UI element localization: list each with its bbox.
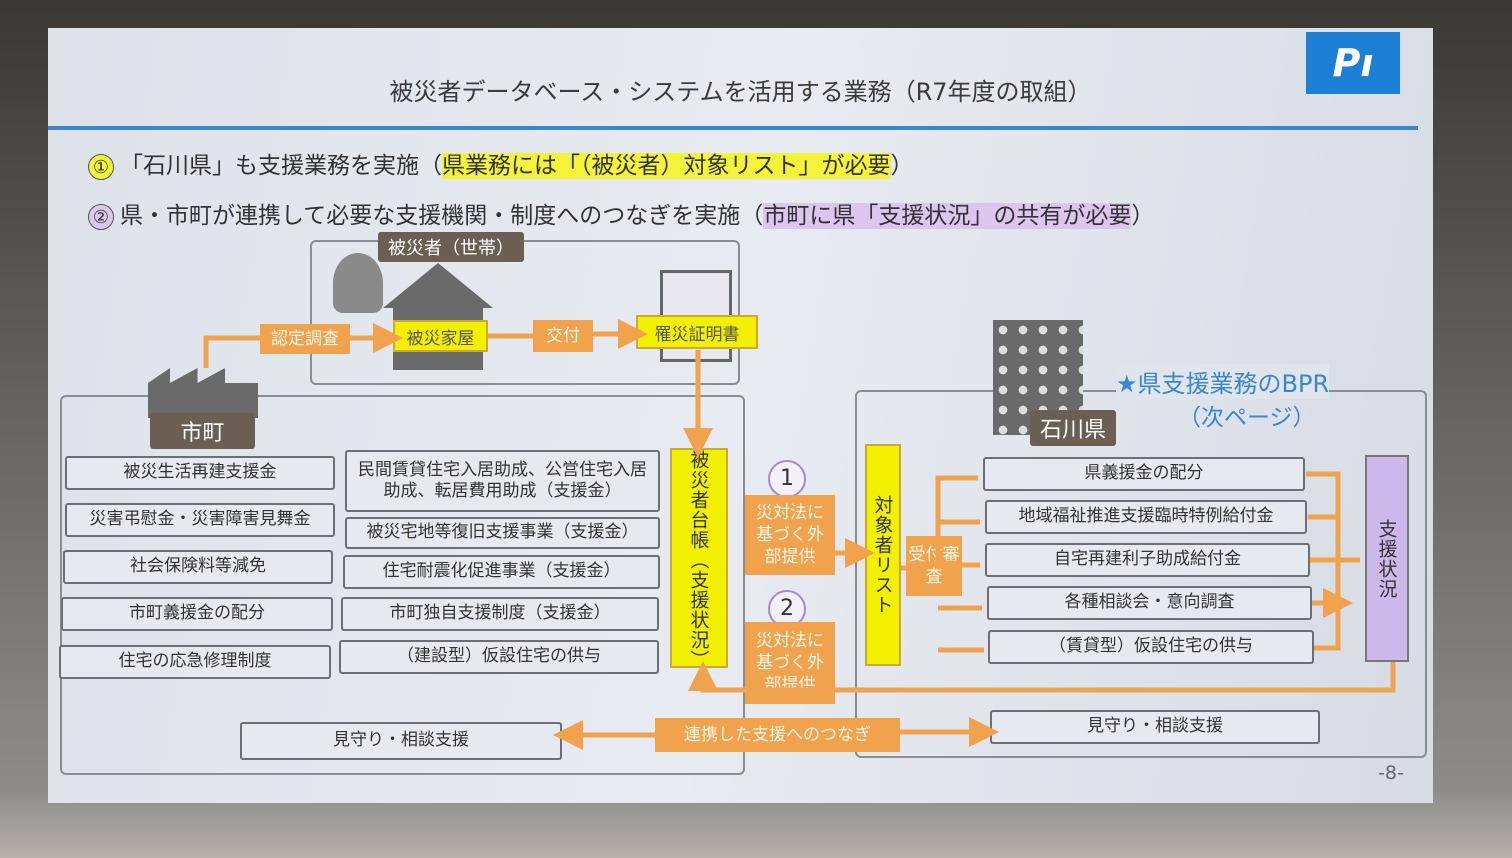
prefecture-item: 各種相談会・意向調査	[987, 586, 1312, 620]
point-2-end: ）	[1131, 203, 1155, 229]
title-divider	[48, 126, 1418, 130]
municipality-label: 市町	[150, 413, 255, 449]
prefecture-item: 県義援金の配分	[983, 457, 1305, 491]
arrow-status-back	[688, 661, 1396, 693]
municipal-item: 災害弔慰金・災害障害見舞金	[65, 503, 335, 537]
flow-arrows	[203, 28, 1396, 750]
prefecture-item: 自宅再建利子助成給付金	[985, 543, 1310, 577]
municipal-item: （建設型）仮設住宅の供与	[339, 640, 659, 674]
point-2-highlight: 市町に県「支援状況」の共有が必要	[763, 203, 1132, 229]
bpr-title: ★県支援業務のBPR	[1116, 364, 1330, 399]
prefecture-item: 地域福祉推進支援臨時特例給付金	[985, 500, 1307, 534]
disaster-certificate: 罹災証明書	[636, 315, 758, 349]
arrow-issue	[488, 334, 633, 336]
victim-label: 被災者（世帯）	[378, 232, 524, 262]
victim-group	[310, 240, 740, 385]
prefecture-logo: Pı	[1306, 32, 1400, 94]
linkage-label: 連携した支援へのつなぎ	[655, 718, 900, 752]
external-provision-1: 災対法に基づく外部提供	[745, 495, 835, 575]
prefecture-label: 石川県	[1030, 410, 1117, 446]
municipal-item: 市町義援金の配分	[61, 597, 333, 631]
municipal-item: 被災宅地等復旧支援事業（支援金）	[345, 517, 660, 549]
bpr-subtitle: （次ページ）	[1178, 405, 1316, 431]
point-1: ①「石川県」も支援業務を実施（県業務には「（被災者）対象リスト」が必要）	[88, 146, 914, 180]
person-icon	[333, 253, 383, 313]
support-status: 支援状況	[1365, 455, 1409, 662]
number-1: ①	[88, 154, 114, 180]
municipal-item: 社会保険料等減免	[63, 550, 333, 584]
arrow-items-status	[1306, 471, 1360, 651]
arrow-reception	[901, 475, 984, 653]
point-1-text: 「石川県」も支援業務を実施（	[120, 153, 442, 179]
slide: 被災者データベース・システムを活用する業務（R7年度の取組） Pı ①「石川県」…	[48, 28, 1433, 803]
municipal-item: 市町独自支援制度（支援金）	[341, 597, 659, 631]
monitoring-support-right: 見守り・相談支援	[990, 710, 1320, 744]
municipal-item: 住宅の応急修理制度	[59, 645, 331, 679]
number-2: ②	[88, 204, 114, 230]
municipality-group	[60, 395, 745, 775]
prefecture-item: （賃貸型）仮設住宅の供与	[988, 630, 1314, 664]
page-number: -8-	[1378, 762, 1404, 784]
municipal-item: 民間賃貸住宅入居助成、公営住宅入居助成、転居費用助成（支援金）	[345, 450, 660, 512]
point-1-highlight: 県業務には「（被災者）対象リスト」が必要	[442, 153, 891, 179]
monitoring-support-left: 見守り・相談支援	[240, 722, 562, 760]
issue-label: 交付	[533, 320, 593, 352]
survey-label: 認定調査	[260, 324, 350, 354]
point-1-end: ）	[890, 153, 914, 179]
arrow-survey	[203, 338, 388, 368]
slide-title: 被災者データベース・システムを活用する業務（R7年度の取組）	[389, 78, 1092, 106]
point-2-text: 県・市町が連携して必要な支援機関・制度へのつなぎを実施（	[120, 203, 764, 229]
house-icon	[383, 263, 493, 308]
municipal-item: 住宅耐震化促進事業（支援金）	[343, 555, 660, 589]
municipal-item: 被災生活再建支援金	[65, 456, 335, 490]
